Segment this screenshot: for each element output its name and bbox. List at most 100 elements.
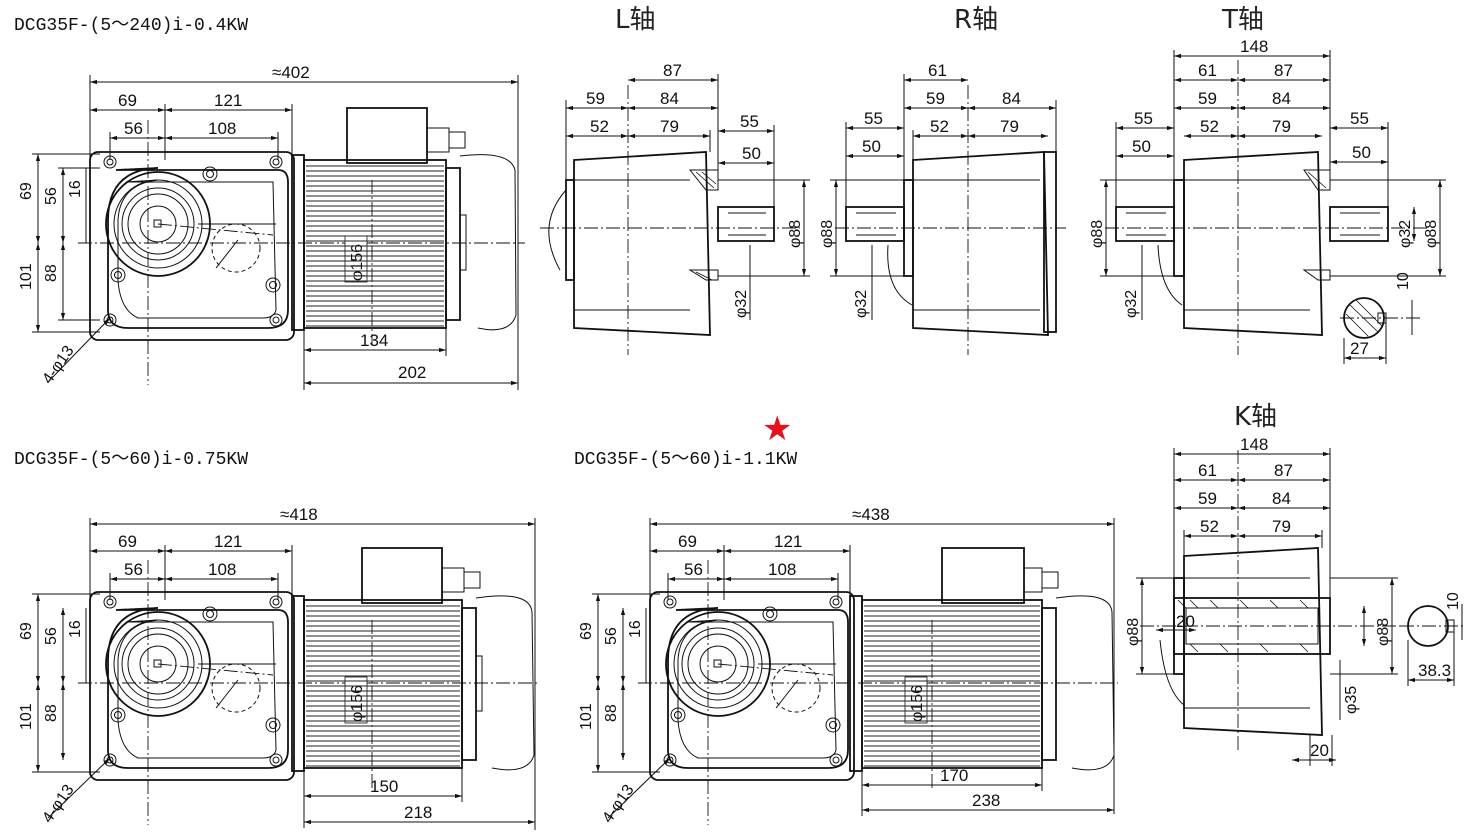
- dim-108-11kw: 108: [768, 560, 796, 579]
- dim-holes-04kw: 4-φ13: [39, 343, 77, 388]
- dim-dia156-04kw: φ156: [349, 244, 366, 281]
- shaft-R-dim-52: 52: [930, 117, 949, 136]
- shaft-T-dim-148: 148: [1240, 37, 1268, 56]
- shaft-T-dim-10: 10: [1395, 272, 1412, 290]
- motor-drawing-04kw: DCG35F-(5～240)i-0.4KW ≈402 69 121 56 108: [14, 16, 525, 390]
- dim-56-075kw: 56: [124, 560, 143, 579]
- dim-121-04kw: 121: [214, 91, 242, 110]
- shaft-K-dim-383: 38.3: [1418, 661, 1451, 680]
- shaft-L-dim-55: 55: [740, 112, 759, 131]
- dim-holes-11kw: 4-φ13: [599, 782, 637, 827]
- dim-v16-11kw: 16: [627, 620, 644, 638]
- shaft-L-dim-79: 79: [660, 117, 679, 136]
- shaft-K-dim-10: 10: [1445, 592, 1462, 610]
- shaft-K-dim-148: 148: [1240, 435, 1268, 454]
- shaft-K-dim-84: 84: [1272, 489, 1291, 508]
- dim-56-11kw: 56: [684, 560, 703, 579]
- dim-150-075kw: 150: [370, 777, 398, 796]
- shaft-T-dim-50a: 50: [1132, 137, 1151, 156]
- dim-v56-04kw: 56: [43, 187, 60, 205]
- dim-overall-075kw: ≈418: [280, 505, 318, 524]
- shaft-T-dim-dia88b: φ88: [1423, 220, 1440, 248]
- dim-121-075kw: 121: [214, 532, 242, 551]
- shaft-R-dim-dia32: φ32: [853, 290, 870, 318]
- shaft-T-dim-dia32b: φ32: [1397, 220, 1414, 248]
- dim-202-04kw: 202: [398, 363, 426, 382]
- dim-238-11kw: 238: [972, 791, 1000, 810]
- shaft-T-dim-59: 59: [1198, 89, 1217, 108]
- dim-218-075kw: 218: [404, 803, 432, 822]
- shaft-L-dim-84: 84: [660, 89, 679, 108]
- dim-v101-075kw: 101: [18, 703, 35, 730]
- shaft-L-dim-59: 59: [586, 89, 605, 108]
- dim-dia156-11kw: φ156: [909, 685, 926, 722]
- dim-69-11kw: 69: [678, 532, 697, 551]
- shaft-T-drawing: T轴 148 61 87 59: [1089, 5, 1446, 364]
- shaft-L-dim-87: 87: [663, 61, 682, 80]
- shaft-T-dim-84: 84: [1272, 89, 1291, 108]
- dim-v88-04kw: 88: [43, 264, 60, 282]
- shaft-K-drawing: K轴 148 61 87 59 84 52 79: [1125, 402, 1465, 766]
- shaft-K-dim-dia35: φ35: [1343, 686, 1360, 714]
- shaft-L-dim-50: 50: [742, 144, 761, 163]
- shaft-T-dim-27: 27: [1350, 339, 1369, 358]
- model-title-075kw: DCG35F-(5～60)i-0.75KW: [14, 450, 248, 470]
- model-title-11kw: DCG35F-(5～60)i-1.1KW: [574, 450, 797, 470]
- shaft-K-dim-dia88a: φ88: [1125, 618, 1142, 646]
- dim-v16-04kw: 16: [67, 180, 84, 198]
- shaft-T-dim-87: 87: [1274, 61, 1293, 80]
- shaft-K-dim-87: 87: [1274, 461, 1293, 480]
- dim-134-04kw: 134: [360, 331, 388, 350]
- shaft-K-dim-20a: 20: [1176, 612, 1195, 631]
- shaft-R-title: R轴: [954, 5, 998, 35]
- shaft-K-dim-59: 59: [1198, 489, 1217, 508]
- shaft-R-dim-59: 59: [926, 89, 945, 108]
- shaft-T-dim-61: 61: [1198, 61, 1217, 80]
- shaft-K-dim-dia88b: φ88: [1375, 618, 1392, 646]
- shaft-R-dim-50: 50: [862, 137, 881, 156]
- shaft-L-dim-52: 52: [590, 117, 609, 136]
- shaft-R-drawing: R轴 61 55 59 84 50 52 79 φ88 φ32: [819, 5, 1066, 355]
- shaft-T-dim-55a: 55: [1134, 109, 1153, 128]
- dim-121-11kw: 121: [774, 532, 802, 551]
- shaft-K-dim-52: 52: [1200, 517, 1219, 536]
- dim-v56-11kw: 56: [603, 627, 620, 645]
- shaft-T-dim-55b: 55: [1350, 109, 1369, 128]
- shaft-T-dim-dia32a: φ32: [1123, 290, 1140, 318]
- motor-drawing-075kw: DCG35F-(5～60)i-0.75KW ≈418 69 121 56 108…: [14, 450, 540, 830]
- shaft-K-title: K轴: [1234, 402, 1277, 432]
- dim-v16-075kw: 16: [67, 620, 84, 638]
- dim-v69-04kw: 69: [18, 182, 35, 200]
- dim-69-075kw: 69: [118, 532, 137, 551]
- dim-108-075kw: 108: [208, 560, 236, 579]
- shaft-L-dim-dia32: φ32: [733, 290, 750, 318]
- dim-overall-04kw: ≈402: [272, 63, 310, 82]
- dim-v88-11kw: 88: [603, 704, 620, 722]
- shaft-L-drawing: L轴 87 59 84 52 79 55 50 φ88 φ32: [540, 5, 810, 355]
- dim-56-04kw: 56: [124, 119, 143, 138]
- dim-170-11kw: 170: [940, 766, 968, 785]
- shaft-R-dim-dia88: φ88: [819, 220, 836, 248]
- dim-holes-075kw: 4-φ13: [39, 782, 77, 827]
- shaft-K-dim-20b: 20: [1310, 741, 1329, 760]
- dim-overall-11kw: ≈438: [852, 505, 890, 524]
- model-title-04kw: DCG35F-(5～240)i-0.4KW: [14, 16, 248, 36]
- shaft-T-title: T轴: [1221, 5, 1264, 35]
- shaft-T-dim-52: 52: [1200, 117, 1219, 136]
- dim-69-04kw: 69: [118, 91, 137, 110]
- shaft-T-dim-dia88a: φ88: [1089, 220, 1106, 248]
- shaft-R-dim-84: 84: [1002, 89, 1021, 108]
- shaft-K-dim-61: 61: [1198, 461, 1217, 480]
- dim-v69-075kw: 69: [18, 622, 35, 640]
- dim-dia156-075kw: φ156: [349, 685, 366, 722]
- shaft-R-dim-79: 79: [1000, 117, 1019, 136]
- shaft-L-dim-dia88: φ88: [787, 220, 804, 248]
- dim-v88-075kw: 88: [43, 704, 60, 722]
- dim-v101-11kw: 101: [578, 703, 595, 730]
- highlight-star-marker: ★: [762, 409, 792, 449]
- shaft-L-title: L轴: [615, 5, 656, 35]
- shaft-K-dim-79: 79: [1272, 517, 1291, 536]
- shaft-R-dim-61: 61: [928, 61, 947, 80]
- shaft-T-dim-79: 79: [1272, 117, 1291, 136]
